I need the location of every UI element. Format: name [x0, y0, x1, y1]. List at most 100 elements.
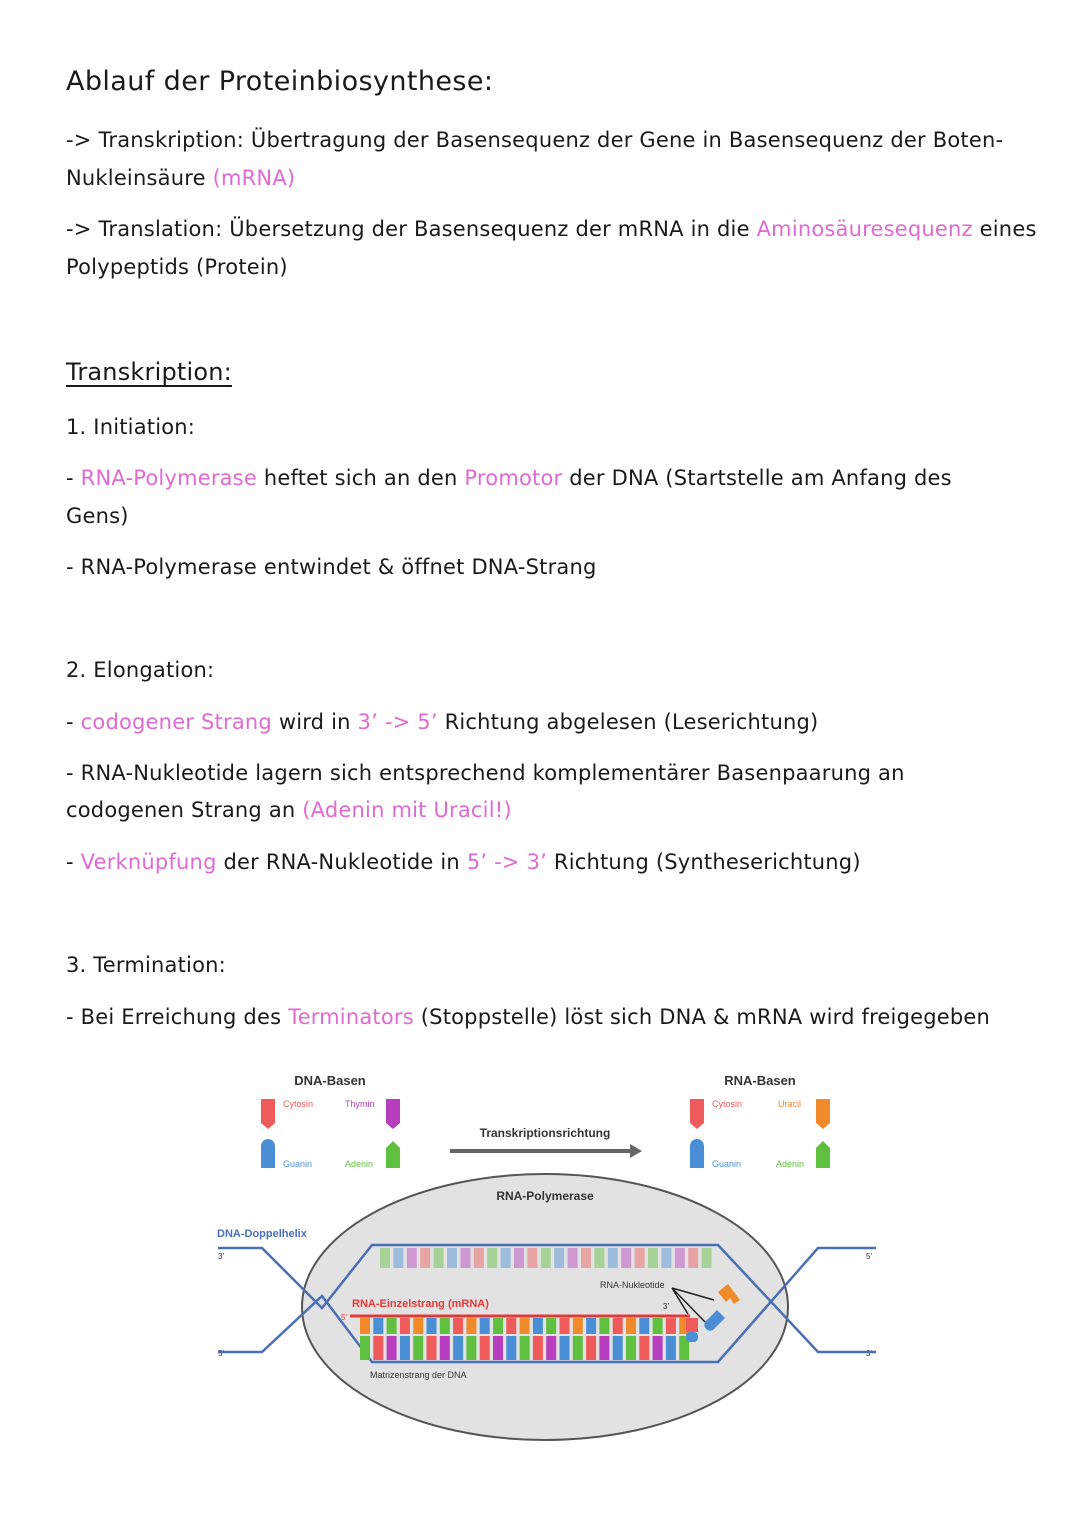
- cytosin-icon: [261, 1099, 275, 1129]
- adenin-label: Adenin: [345, 1159, 373, 1169]
- rna-base: [439, 1318, 450, 1334]
- upper-base: [487, 1248, 498, 1268]
- dna-template-base: [599, 1336, 610, 1360]
- guanin-label: Guanin: [712, 1159, 741, 1169]
- highlight-terminator: Terminators: [288, 1005, 414, 1029]
- text: -> Translation: Übersetzung der Basenseq…: [66, 217, 757, 241]
- upper-base: [460, 1248, 471, 1268]
- dna-template-base: [426, 1336, 437, 1360]
- dna-doppelhelix-label: DNA-Doppelhelix: [217, 1228, 308, 1240]
- matrize-label: Matrizenstrang der DNA: [370, 1370, 467, 1380]
- elongation-bullet-3: - Verknüpfung der RNA-Nukleotide in 5’ -…: [66, 850, 861, 874]
- rna-base: [386, 1318, 397, 1334]
- section-heading: Transkription:: [66, 358, 232, 386]
- upper-base: [607, 1248, 618, 1268]
- adenin-label: Adenin: [776, 1159, 804, 1169]
- dna-template-base: [439, 1336, 450, 1360]
- termination-title: 3. Termination:: [66, 953, 226, 977]
- rna-base: [652, 1318, 663, 1334]
- direction-arrow-icon: [630, 1144, 642, 1158]
- rna-base: [665, 1318, 676, 1334]
- thymin-icon: [386, 1099, 400, 1129]
- highlight-verknuepfung: Verknüpfung: [80, 850, 217, 874]
- dna-template-base: [546, 1336, 557, 1360]
- rna-base: [679, 1318, 690, 1334]
- upper-base: [527, 1248, 538, 1268]
- direction-label: Transkriptionsrichtung: [480, 1126, 611, 1140]
- rna-base: [373, 1318, 384, 1334]
- cytosin-icon: [690, 1099, 704, 1129]
- upper-base: [674, 1248, 685, 1268]
- text: heftet sich an den: [257, 466, 465, 490]
- rna-base: [519, 1318, 530, 1334]
- upper-base: [406, 1248, 417, 1268]
- rna-base: [546, 1318, 557, 1334]
- highlight-direction: 5’ -> 3’: [466, 850, 548, 874]
- text: - Bei Erreichung des: [66, 1005, 289, 1029]
- rna-base: [453, 1318, 464, 1334]
- incoming-nucleotide-paired: [686, 1318, 698, 1342]
- text: -: [66, 710, 81, 734]
- upper-base: [567, 1248, 578, 1268]
- upper-base: [634, 1248, 645, 1268]
- text: der RNA-Nukleotide in: [216, 850, 467, 874]
- dna-template-base: [360, 1336, 370, 1360]
- dna-template-base: [639, 1336, 650, 1360]
- text: -: [66, 466, 81, 490]
- rna-base: [413, 1318, 424, 1334]
- elongation-title: 2. Elongation:: [66, 658, 215, 682]
- rna-base: [599, 1318, 610, 1334]
- dna-bases-title: DNA-Basen: [294, 1073, 366, 1088]
- text: eines: [972, 217, 1037, 241]
- text: Richtung abgelesen (Leserichtung): [437, 710, 819, 734]
- dna-template-base: [399, 1336, 410, 1360]
- rna-base: [639, 1318, 650, 1334]
- adenin-icon: [386, 1141, 400, 1168]
- intro-translation-line2: Polypeptids (Protein): [66, 255, 288, 279]
- upper-base: [661, 1248, 672, 1268]
- legend-adenin-dna: Adenin: [345, 1141, 400, 1169]
- prime-mrna-3: 3’: [663, 1302, 669, 1311]
- upper-base: [701, 1248, 712, 1268]
- upper-base: [594, 1248, 605, 1268]
- rna-base: [506, 1318, 517, 1334]
- cytosin-icon: [686, 1318, 698, 1332]
- rna-base: [426, 1318, 437, 1334]
- rna-base: [399, 1318, 410, 1334]
- elongation-bullet-2: - RNA-Nukleotide lagern sich entsprechen…: [66, 761, 905, 785]
- intro-transkription-line1: -> Transkription: Übertragung der Basens…: [66, 128, 1004, 152]
- upper-base: [540, 1248, 551, 1268]
- upper-base: [473, 1248, 484, 1268]
- highlight-adenin-uracil: (Adenin mit Uracil!): [302, 798, 512, 822]
- intro-transkription-line2: Nukleinsäure (mRNA): [66, 166, 295, 190]
- pointer-line: [671, 1287, 689, 1315]
- legend-adenin-rna: Adenin: [776, 1141, 830, 1169]
- highlight-direction: 3’ -> 5’: [357, 710, 438, 734]
- dna-template-base: [493, 1336, 503, 1360]
- rna-base: [612, 1318, 623, 1334]
- upper-base: [688, 1248, 699, 1268]
- text: Nukleinsäure: [66, 166, 213, 190]
- initiation-bullet-2: - RNA-Polymerase entwindet & öffnet DNA-…: [66, 555, 597, 579]
- rna-bases-title: RNA-Basen: [724, 1073, 796, 1088]
- upper-base: [621, 1248, 632, 1268]
- transcription-diagram: DNA-Basen Cytosin Thymin Guanin Adenin T…: [217, 1073, 876, 1441]
- upper-base: [393, 1248, 404, 1268]
- upper-base: [500, 1248, 511, 1268]
- upper-base: [380, 1248, 390, 1268]
- legend-guanin-rna: Guanin: [690, 1139, 741, 1169]
- dna-strand-bottom: [218, 1246, 876, 1364]
- incoming-uracil-icon: [718, 1284, 740, 1304]
- prime-left-bottom: 5’: [218, 1349, 224, 1358]
- dna-template-base: [626, 1336, 636, 1360]
- legend-cytosin-rna: Cytosin: [690, 1099, 742, 1129]
- dna-template-base: [612, 1336, 623, 1360]
- rna-base: [532, 1318, 543, 1334]
- rna-base: [466, 1318, 477, 1334]
- dna-template-base: [413, 1336, 424, 1360]
- dna-template-base: [479, 1336, 490, 1360]
- upper-base: [581, 1248, 591, 1268]
- text: -: [66, 850, 81, 874]
- dna-template-base: [519, 1336, 530, 1360]
- termination-bullet-1: - Bei Erreichung des Terminators (Stopps…: [66, 1005, 990, 1029]
